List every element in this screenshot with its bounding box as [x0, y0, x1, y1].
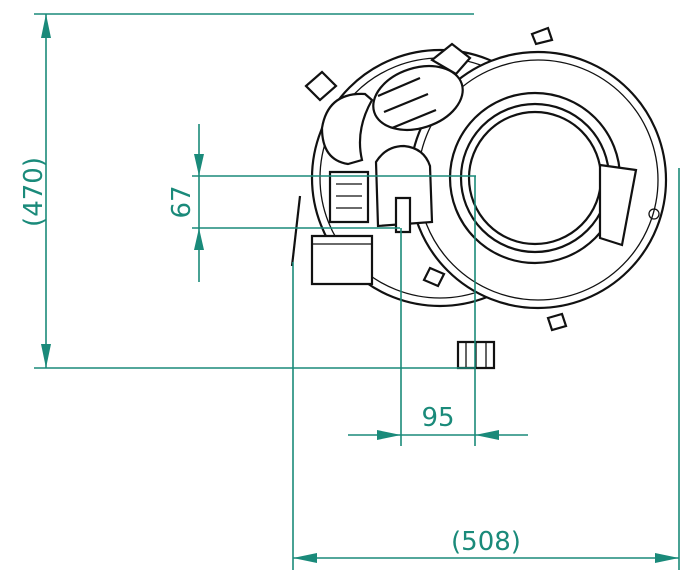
terminal-box: [310, 234, 374, 286]
bolt-tab-2: [422, 266, 446, 288]
dimension-offset-vertical-label: 67: [167, 185, 197, 218]
pipe-elbow: [320, 92, 374, 166]
pipe-clamp: [377, 76, 437, 130]
bottom-drain-ribs: [465, 342, 487, 368]
left-fitting: [304, 70, 338, 102]
bolt-tab-3: [546, 312, 568, 332]
dimension-offset-vertical: 67: [167, 124, 476, 282]
dimension-offset-horizontal-label: 95: [421, 403, 454, 433]
motor-body: [374, 144, 434, 228]
dimension-height-label: (470): [19, 157, 49, 227]
machine-part: [290, 26, 668, 370]
connector-block: [328, 170, 370, 224]
side-bracket: [598, 163, 638, 247]
side-bolt: [648, 208, 660, 220]
motor-shaft: [394, 196, 412, 234]
cable: [290, 195, 302, 267]
dimension-width: (508): [292, 168, 680, 570]
dimension-width-label: (508): [451, 527, 521, 557]
top-fitting: [430, 42, 472, 76]
bolt-tab-1: [530, 26, 554, 46]
dimension-offset-horizontal: 95: [348, 176, 528, 446]
dimension-height: (470): [19, 13, 474, 369]
connector-detail: [336, 183, 362, 209]
